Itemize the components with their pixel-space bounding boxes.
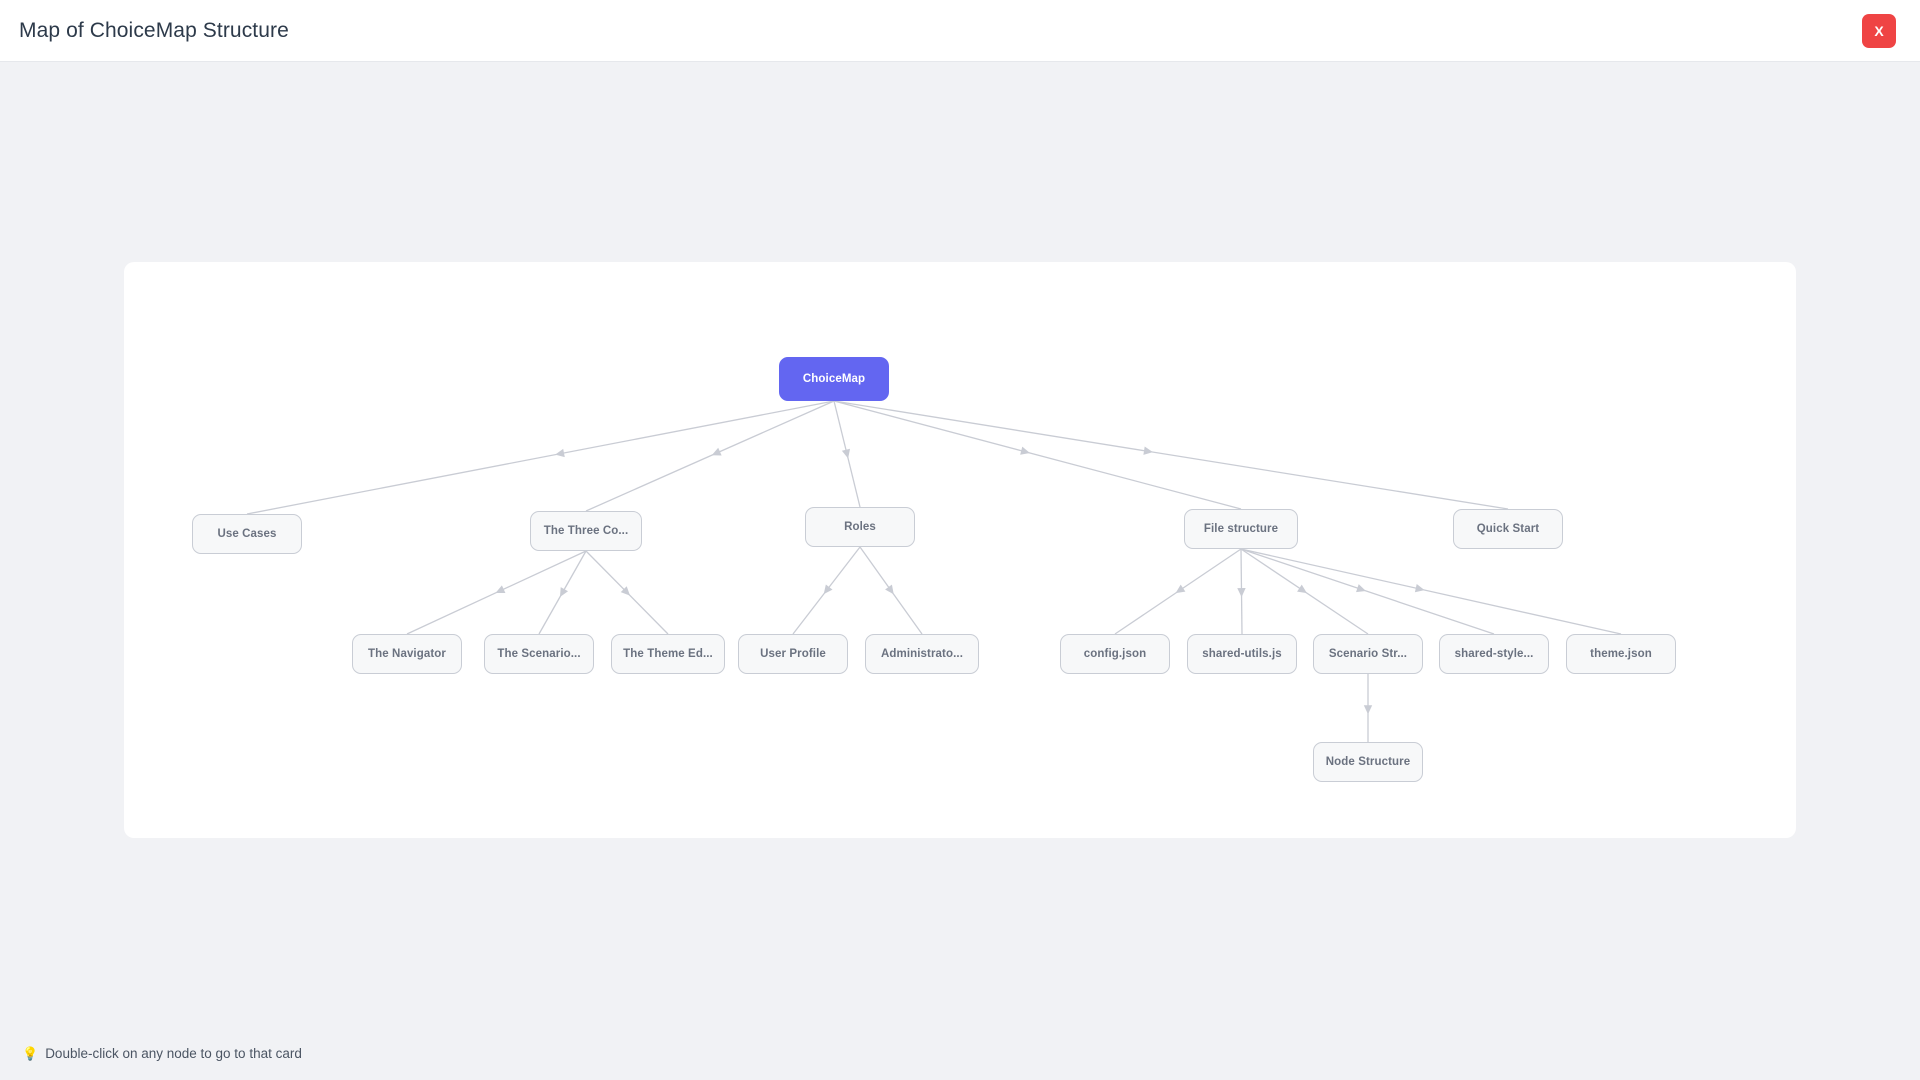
- graph-node-scenario[interactable]: The Scenario...: [484, 634, 594, 674]
- graph-node-label: ChoiceMap: [802, 373, 866, 385]
- lightbulb-icon: 💡: [22, 1046, 39, 1061]
- graph-node-usecases[interactable]: Use Cases: [192, 514, 302, 554]
- graph-node-label: The Theme Ed...: [623, 648, 713, 660]
- graph-node-label: The Three Co...: [543, 525, 629, 537]
- close-button[interactable]: X: [1862, 14, 1896, 48]
- graph-node-sharedstyle[interactable]: shared-style...: [1439, 634, 1549, 674]
- graph-edges: [246, 400, 1622, 742]
- graph-node-label: Roles: [844, 521, 876, 533]
- graph-node-label: Use Cases: [217, 528, 277, 540]
- graph-node-userprof[interactable]: User Profile: [738, 634, 848, 674]
- graph-node-configjson[interactable]: config.json: [1060, 634, 1170, 674]
- footer-hint: 💡 Double-click on any node to go to that…: [22, 1046, 302, 1061]
- graph-node-three[interactable]: The Three Co...: [530, 511, 642, 551]
- footer-hint-text: Double-click on any node to go to that c…: [45, 1046, 302, 1061]
- graph-node-label: config.json: [1083, 648, 1147, 660]
- graph-node-themejson[interactable]: theme.json: [1566, 634, 1676, 674]
- graph-node-filestruct[interactable]: File structure: [1184, 509, 1298, 549]
- graph-node-label: File structure: [1203, 523, 1279, 535]
- graph-node-scenariostr[interactable]: Scenario Str...: [1313, 634, 1423, 674]
- graph-node-root[interactable]: ChoiceMap: [779, 357, 889, 401]
- graph-node-sharedutils[interactable]: shared-utils.js: [1187, 634, 1297, 674]
- graph-node-label: User Profile: [760, 648, 826, 660]
- graph-node-themeed[interactable]: The Theme Ed...: [611, 634, 725, 674]
- graph-node-label: theme.json: [1590, 648, 1652, 660]
- graph-node-admin[interactable]: Administrato...: [865, 634, 979, 674]
- graph-node-quickstart[interactable]: Quick Start: [1453, 509, 1563, 549]
- graph-node-label: The Scenario...: [497, 648, 581, 660]
- graph-node-label: Administrato...: [880, 648, 963, 660]
- graph-node-nodestruct[interactable]: Node Structure: [1313, 742, 1423, 782]
- graph-node-navigator[interactable]: The Navigator: [352, 634, 462, 674]
- footer-bar: 💡 Double-click on any node to go to that…: [0, 1036, 1920, 1080]
- graph-node-roles[interactable]: Roles: [805, 507, 915, 547]
- graph-node-label: shared-style...: [1454, 648, 1534, 660]
- graph-node-label: Quick Start: [1476, 523, 1540, 535]
- page-title: Map of ChoiceMap Structure: [19, 19, 289, 42]
- graph-node-label: Node Structure: [1325, 756, 1411, 768]
- graph-node-label: Scenario Str...: [1328, 648, 1408, 660]
- graph-node-label: The Navigator: [368, 648, 446, 660]
- graph-node-label: shared-utils.js: [1202, 648, 1282, 660]
- app-header: Map of ChoiceMap Structure X: [0, 0, 1920, 62]
